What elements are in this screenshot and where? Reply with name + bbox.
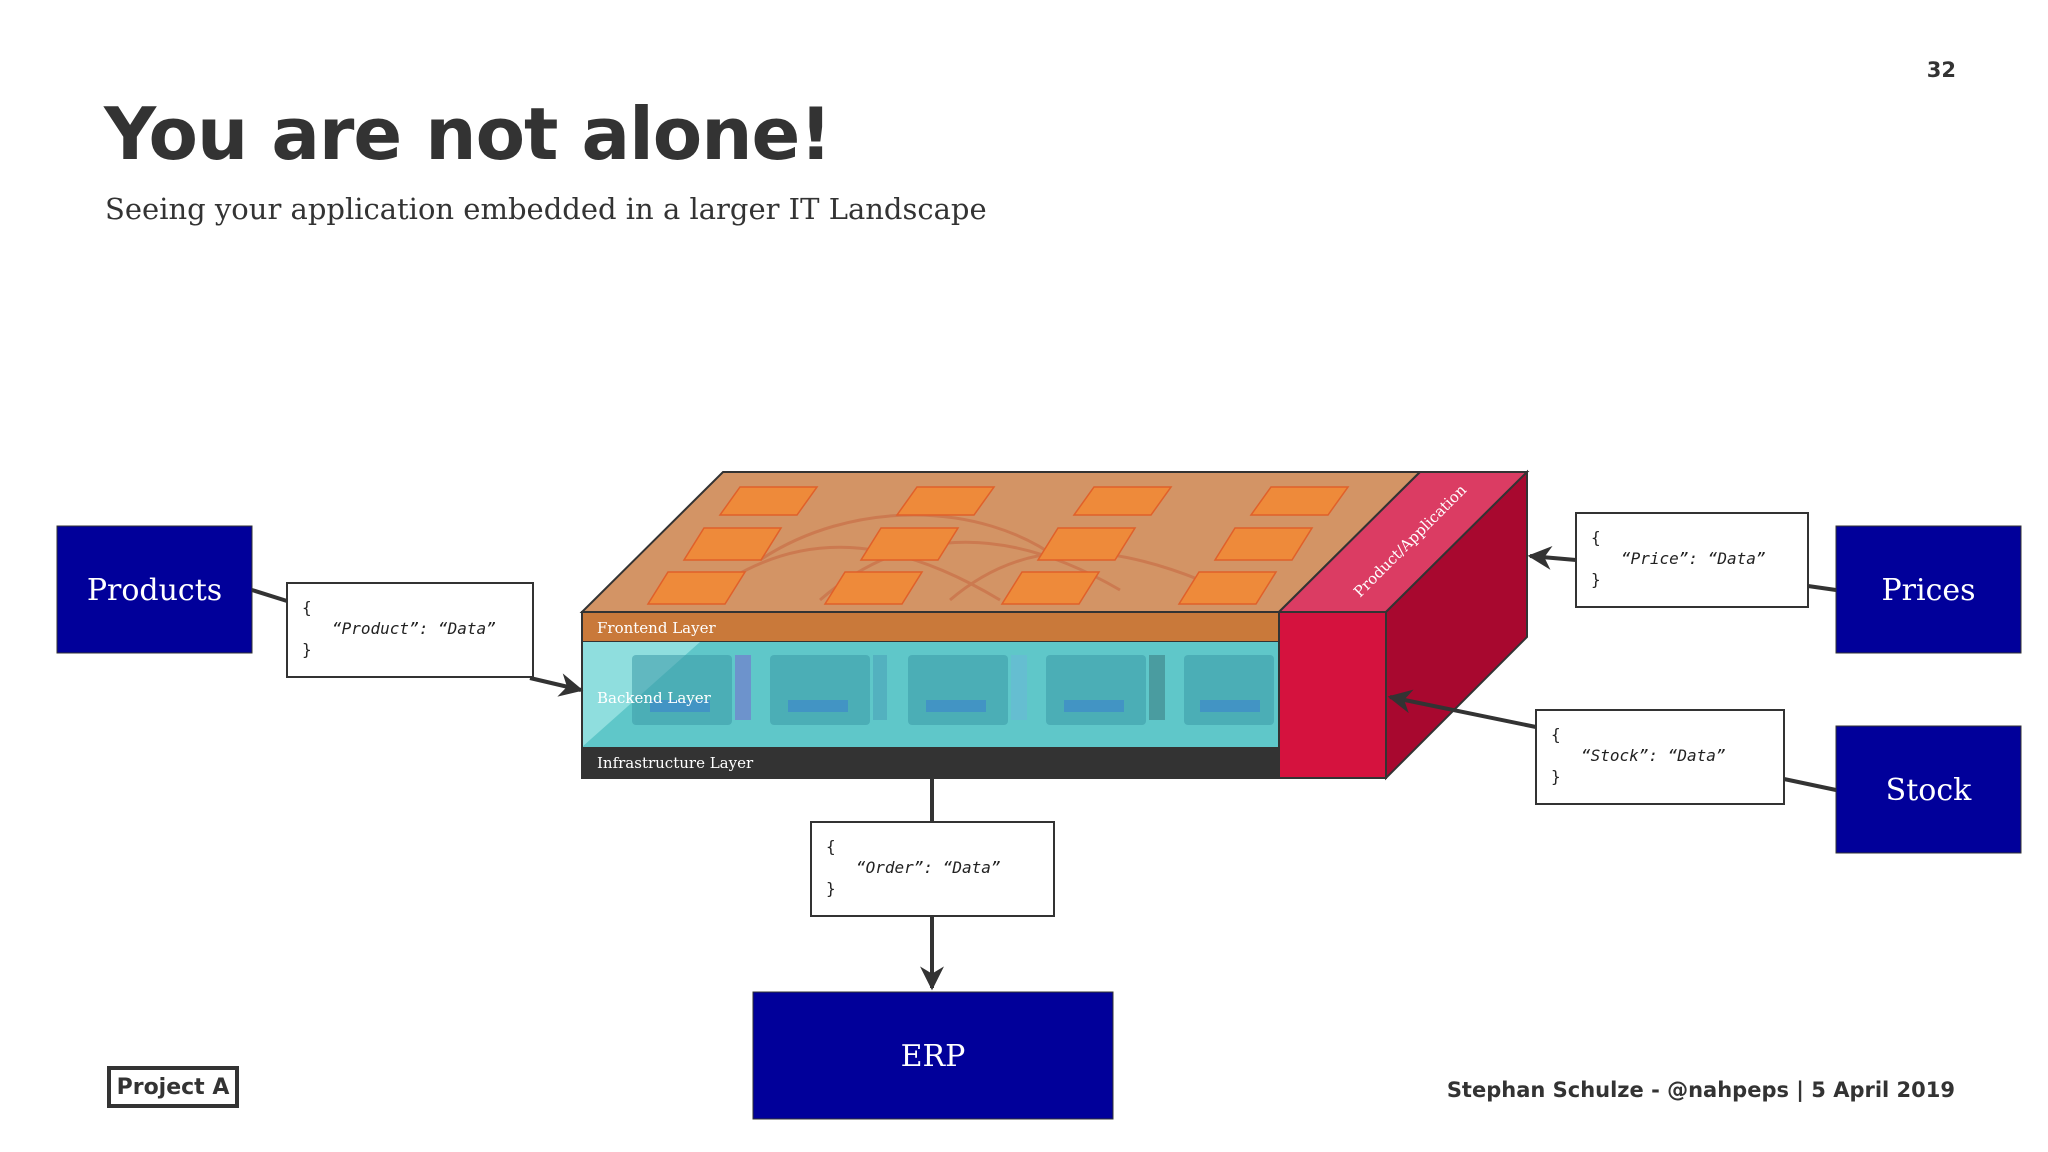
node-prices[interactable]: Prices xyxy=(1835,525,2022,654)
payload-product-body: “Product”: “Data” xyxy=(332,619,496,638)
frontend-tile xyxy=(1072,486,1173,516)
payload-price-open: { xyxy=(1591,528,1601,547)
backend-layer-label: Backend Layer xyxy=(597,689,712,707)
arrow-product-to-app xyxy=(529,673,584,697)
page-subtitle: Seeing your application embedded in a la… xyxy=(105,192,987,226)
application-front-side xyxy=(1278,611,1387,779)
page-number: 32 xyxy=(1926,58,1956,82)
frontend-tile xyxy=(859,527,960,561)
footer-credit: Stephan Schulze - @nahpeps | 5 April 201… xyxy=(1446,1078,1955,1102)
frontend-tile xyxy=(1036,527,1137,561)
backend-server-racks xyxy=(632,655,1274,725)
payload-stock-close: } xyxy=(1551,767,1561,786)
payload-price-close: } xyxy=(1591,570,1601,589)
payload-price-body: “Price”: “Data” xyxy=(1621,549,1766,568)
payload-order: { “Order”: “Data” } xyxy=(810,821,1055,917)
node-erp[interactable]: ERP xyxy=(752,991,1114,1120)
frontend-tile xyxy=(1177,571,1278,605)
node-products[interactable]: Products xyxy=(56,525,253,654)
frontend-layer-label: Frontend Layer xyxy=(597,619,716,637)
frontend-tile xyxy=(895,486,996,516)
frontend-tiles xyxy=(646,486,1350,605)
connector-stock xyxy=(1783,777,1837,792)
node-stock-label: Stock xyxy=(1886,773,1972,808)
project-a-logo: Project A xyxy=(107,1066,239,1108)
payload-product-open: { xyxy=(302,598,312,617)
payload-stock: { “Stock”: “Data” } xyxy=(1535,709,1785,805)
node-erp-label: ERP xyxy=(901,1039,966,1074)
frontend-tile xyxy=(646,571,747,605)
payload-stock-open: { xyxy=(1551,725,1561,744)
frontend-tile xyxy=(1213,527,1314,561)
connector-prices xyxy=(1807,584,1837,592)
node-prices-label: Prices xyxy=(1881,573,1975,608)
payload-price: { “Price”: “Data” } xyxy=(1575,512,1809,608)
connectors xyxy=(251,545,1837,991)
connector-products xyxy=(251,588,288,603)
infrastructure-layer xyxy=(582,747,1279,778)
frontend-tile xyxy=(682,527,783,561)
payload-product-close: } xyxy=(302,640,312,659)
payload-order-body: “Order”: “Data” xyxy=(856,858,1001,877)
frontend-tile xyxy=(1249,486,1350,516)
frontend-tile xyxy=(718,486,819,516)
application-block: Product/Application Frontend Layer Backe… xyxy=(579,469,1530,781)
payload-product: { “Product”: “Data” } xyxy=(286,582,534,678)
frontend-tile xyxy=(823,571,924,605)
arrow-stock-to-app xyxy=(1387,689,1537,729)
infrastructure-layer-label: Infrastructure Layer xyxy=(597,754,754,772)
frontend-tile xyxy=(1000,571,1101,605)
payload-stock-body: “Stock”: “Data” xyxy=(1581,746,1726,765)
payload-order-close: } xyxy=(826,879,836,898)
payload-order-open: { xyxy=(826,837,836,856)
node-products-label: Products xyxy=(87,573,222,608)
page-title: You are not alone! xyxy=(104,92,832,176)
node-stock[interactable]: Stock xyxy=(1835,725,2022,854)
arrow-price-to-app xyxy=(1527,545,1577,570)
